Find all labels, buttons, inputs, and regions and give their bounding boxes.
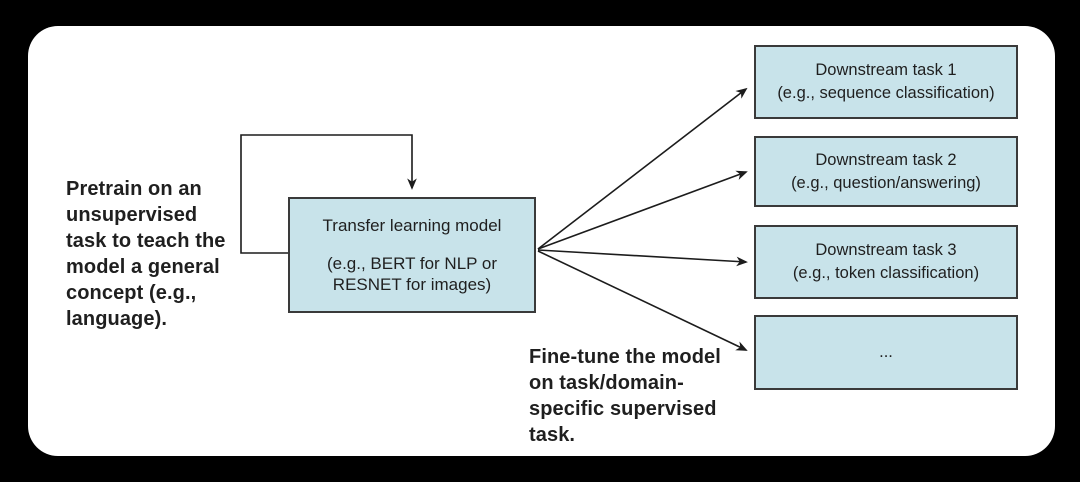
downstream-task-box-3: Downstream task 3 (e.g., token classific…	[754, 225, 1018, 299]
downstream-task-box-1: Downstream task 1 (e.g., sequence classi…	[754, 45, 1018, 119]
downstream-task-box-4: ...	[754, 315, 1018, 390]
downstream-task-box-2: Downstream task 2 (e.g., question/answer…	[754, 136, 1018, 207]
downstream-task-3-title: Downstream task 3	[815, 241, 957, 259]
downstream-task-2-title: Downstream task 2	[815, 150, 957, 169]
downstream-task-3-subtitle: (e.g., token classification)	[792, 264, 980, 282]
downstream-task-2-subtitle: (e.g., question/answering)	[791, 173, 981, 192]
transfer-box-title: Transfer learning model	[322, 216, 502, 235]
transfer-box-subtitle: (e.g., BERT for NLP or RESNET for images…	[326, 254, 498, 294]
downstream-task-4-title: ...	[879, 343, 893, 361]
downstream-task-1-subtitle: (e.g., sequence classification)	[777, 84, 995, 102]
transfer-learning-model-box: Transfer learning model (e.g., BERT for …	[288, 197, 536, 313]
downstream-task-1-title: Downstream task 1	[815, 61, 957, 79]
